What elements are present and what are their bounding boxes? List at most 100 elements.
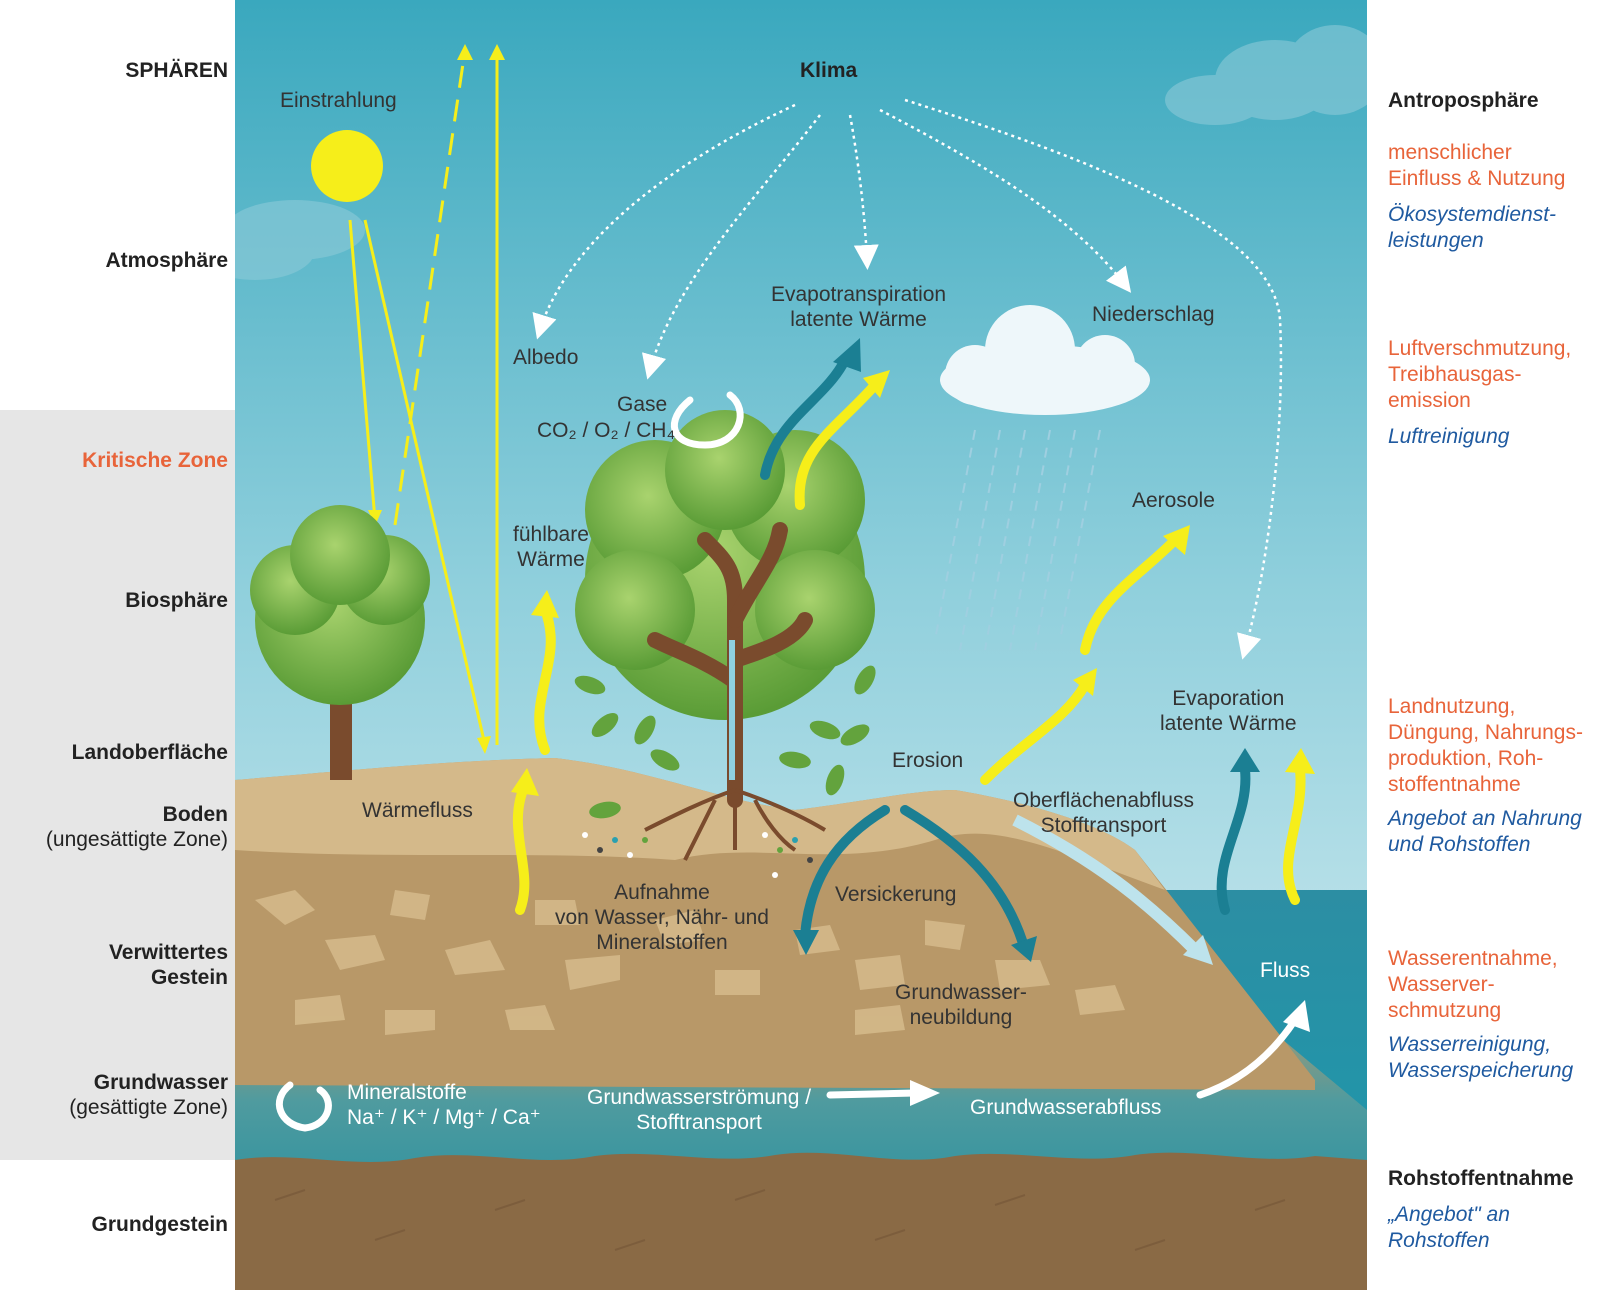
right-water-impact-2: Wasserver-	[1388, 973, 1495, 996]
label-biosphere-text: Biosphäre	[125, 589, 228, 612]
white-arrowheads	[910, 1000, 1310, 1106]
tree-roots	[644, 788, 827, 861]
label-spheres: SPHÄREN	[125, 58, 228, 83]
label-klima: Klima	[800, 59, 858, 82]
right-atmosphere-impact-1: menschlicher	[1388, 141, 1512, 164]
label-mineralstoffe-2: Na⁺ / K⁺ / Mg⁺ / Ca⁺	[347, 1106, 541, 1129]
right-land-service: Angebot an Nahrung und Rohstoffen	[1388, 806, 1598, 858]
label-evapotranspiration: Evapotranspiration latente Wärme	[771, 282, 946, 332]
white-flow-arrows	[275, 391, 1299, 1132]
small-tree-trunk	[330, 690, 352, 780]
label-gwstroemung-1: Grundwasserströmung /	[587, 1086, 812, 1109]
label-oberflaeche-2: Stofftransport	[1040, 814, 1167, 837]
label-grundwasserabfluss: Grundwasserabfluss	[970, 1096, 1162, 1119]
background-clouds	[235, 25, 1367, 280]
right-water-impact-1: Wasserentnahme,	[1388, 947, 1558, 970]
label-soil: Boden(ungesättigte Zone)	[46, 802, 228, 852]
right-land-impact-1: Landnutzung,	[1388, 695, 1516, 718]
label-weathered-rock-2: Gestein	[150, 966, 228, 989]
label-bedrock-text: Grundgestein	[91, 1213, 228, 1236]
label-evaporation-1: Evaporation	[1172, 687, 1285, 710]
big-tree-trunk	[647, 522, 813, 808]
label-land-surface: Landoberfläche	[72, 740, 228, 765]
label-mineralstoffe-1: Mineralstoffe	[347, 1081, 467, 1104]
right-water-impact: Wasserentnahme, Wasserver- schmutzung	[1388, 946, 1598, 1024]
reflection-arrow-2	[489, 44, 505, 60]
right-atmosphere-impact: menschlicher Einfluss & Nutzung	[1388, 140, 1598, 192]
label-groundwater-sub: (gesättigte Zone)	[69, 1096, 228, 1119]
label-oberflaeche-1: Oberflächenabfluss	[1013, 789, 1194, 812]
right-air-service: Luftreinigung	[1388, 425, 1510, 448]
falling-leaves	[574, 665, 876, 819]
label-soil-sub: (ungesättigte Zone)	[45, 828, 228, 851]
right-water-service-1: Wasserreinigung,	[1388, 1033, 1552, 1056]
label-evaporation-2: latente Wärme	[1160, 712, 1297, 735]
label-fluss: Fluss	[1260, 959, 1311, 982]
label-weathered-rock-1: Verwittertes	[108, 941, 228, 964]
label-groundwater-text: Grundwasser	[93, 1071, 228, 1094]
nutrient-dots	[582, 832, 813, 878]
right-raw-service-2: Rohstoffen	[1388, 1229, 1490, 1252]
right-raw-heading: Rohstoffentnahme	[1388, 1167, 1574, 1190]
label-gwstroemung-2: Stofftransport	[636, 1111, 762, 1134]
label-evaporation: Evaporation latente Wärme	[1160, 686, 1297, 736]
label-bedrock: Grundgestein	[91, 1212, 228, 1237]
label-grundwasserstroemung: Grundwasserströmung / Stofftransport	[587, 1085, 811, 1135]
critical-zone-band	[0, 410, 235, 1160]
right-air-impact: Luftverschmutzung, Treibhausgas- emissio…	[1388, 336, 1598, 414]
label-land-surface-text: Landoberfläche	[71, 741, 228, 764]
label-niederschlag: Niederschlag	[1092, 303, 1215, 326]
scene: Klima Einstrahlung Albedo Gase CO₂ / O₂ …	[235, 0, 1367, 1290]
right-air-impact-1: Luftverschmutzung,	[1388, 337, 1572, 360]
label-gase-formula: CO₂ / O₂ / CH₄	[537, 419, 676, 442]
right-land-impact-2: Düngung, Nahrungs-	[1388, 721, 1583, 744]
rain-cloud-icon	[940, 305, 1150, 415]
right-land-impact-4: stoffentnahme	[1388, 773, 1521, 796]
label-oberflaechenabfluss: Oberflächenabfluss Stofftransport	[1013, 788, 1194, 838]
label-spheres-text: SPHÄREN	[125, 59, 228, 82]
yellow-arrowheads	[511, 370, 1315, 796]
label-waermefluss: Wärmefluss	[362, 799, 473, 822]
label-albedo: Albedo	[513, 346, 579, 369]
bedrock-layer	[235, 1152, 1367, 1290]
bedrock-texture	[274, 1189, 1286, 1251]
label-erosion: Erosion	[892, 749, 964, 772]
teal-arrowheads	[793, 338, 1260, 962]
label-gwneubildung-2: neubildung	[909, 1006, 1013, 1029]
small-tree-crown	[250, 505, 430, 705]
sun-icon	[311, 130, 383, 202]
label-fuehlbare-waerme: fühlbare Wärme	[513, 522, 589, 572]
reflection-arrow-1	[457, 44, 473, 60]
label-groundwater: Grundwasser(gesättigte Zone)	[69, 1070, 228, 1120]
label-atmosphere-text: Atmosphäre	[105, 249, 228, 272]
label-biosphere: Biosphäre	[125, 588, 228, 613]
label-mineralstoffe: Mineralstoffe Na⁺ / K⁺ / Mg⁺ / Ca⁺	[347, 1080, 541, 1130]
label-soil-text: Boden	[162, 803, 228, 826]
label-evapotranspiration-2: latente Wärme	[790, 308, 927, 331]
label-critical-zone: Kritische Zone	[82, 449, 228, 472]
label-gwneubildung-1: Grundwasser-	[895, 981, 1027, 1004]
runoff-arrow	[1012, 814, 1200, 955]
yellow-heat-arrows	[512, 380, 1306, 915]
right-water-service: Wasserreinigung, Wasserspeicherung	[1388, 1032, 1598, 1084]
right-atmosphere-service-2: leistungen	[1388, 229, 1484, 252]
right-atmosphere-impact-2: Einfluss & Nutzung	[1388, 167, 1566, 190]
right-land-service-1: Angebot an Nahrung	[1388, 807, 1582, 830]
runoff-arrowhead	[1183, 935, 1213, 965]
label-einstrahlung: Einstrahlung	[280, 89, 397, 112]
right-water-service-2: Wasserspeicherung	[1388, 1059, 1574, 1082]
label-fuehlbare-2: Wärme	[517, 548, 585, 571]
radiation-arrow-1	[368, 510, 382, 526]
climate-links	[532, 98, 1283, 660]
scene-graphic	[235, 0, 1367, 1290]
label-versickerung: Versickerung	[835, 883, 957, 906]
label-aufnahme-2: von Wasser, Nähr- und	[555, 906, 769, 929]
teal-water-arrows	[760, 355, 1251, 955]
right-atmosphere-service-1: Ökosystemdienst-	[1388, 203, 1557, 226]
right-air-impact-3: emission	[1388, 389, 1471, 412]
label-fuehlbare-1: fühlbare	[513, 523, 589, 546]
right-heading: Antroposphäre	[1388, 89, 1539, 112]
label-gase: Gase	[617, 393, 668, 416]
label-atmosphere: Atmosphäre	[105, 248, 228, 273]
